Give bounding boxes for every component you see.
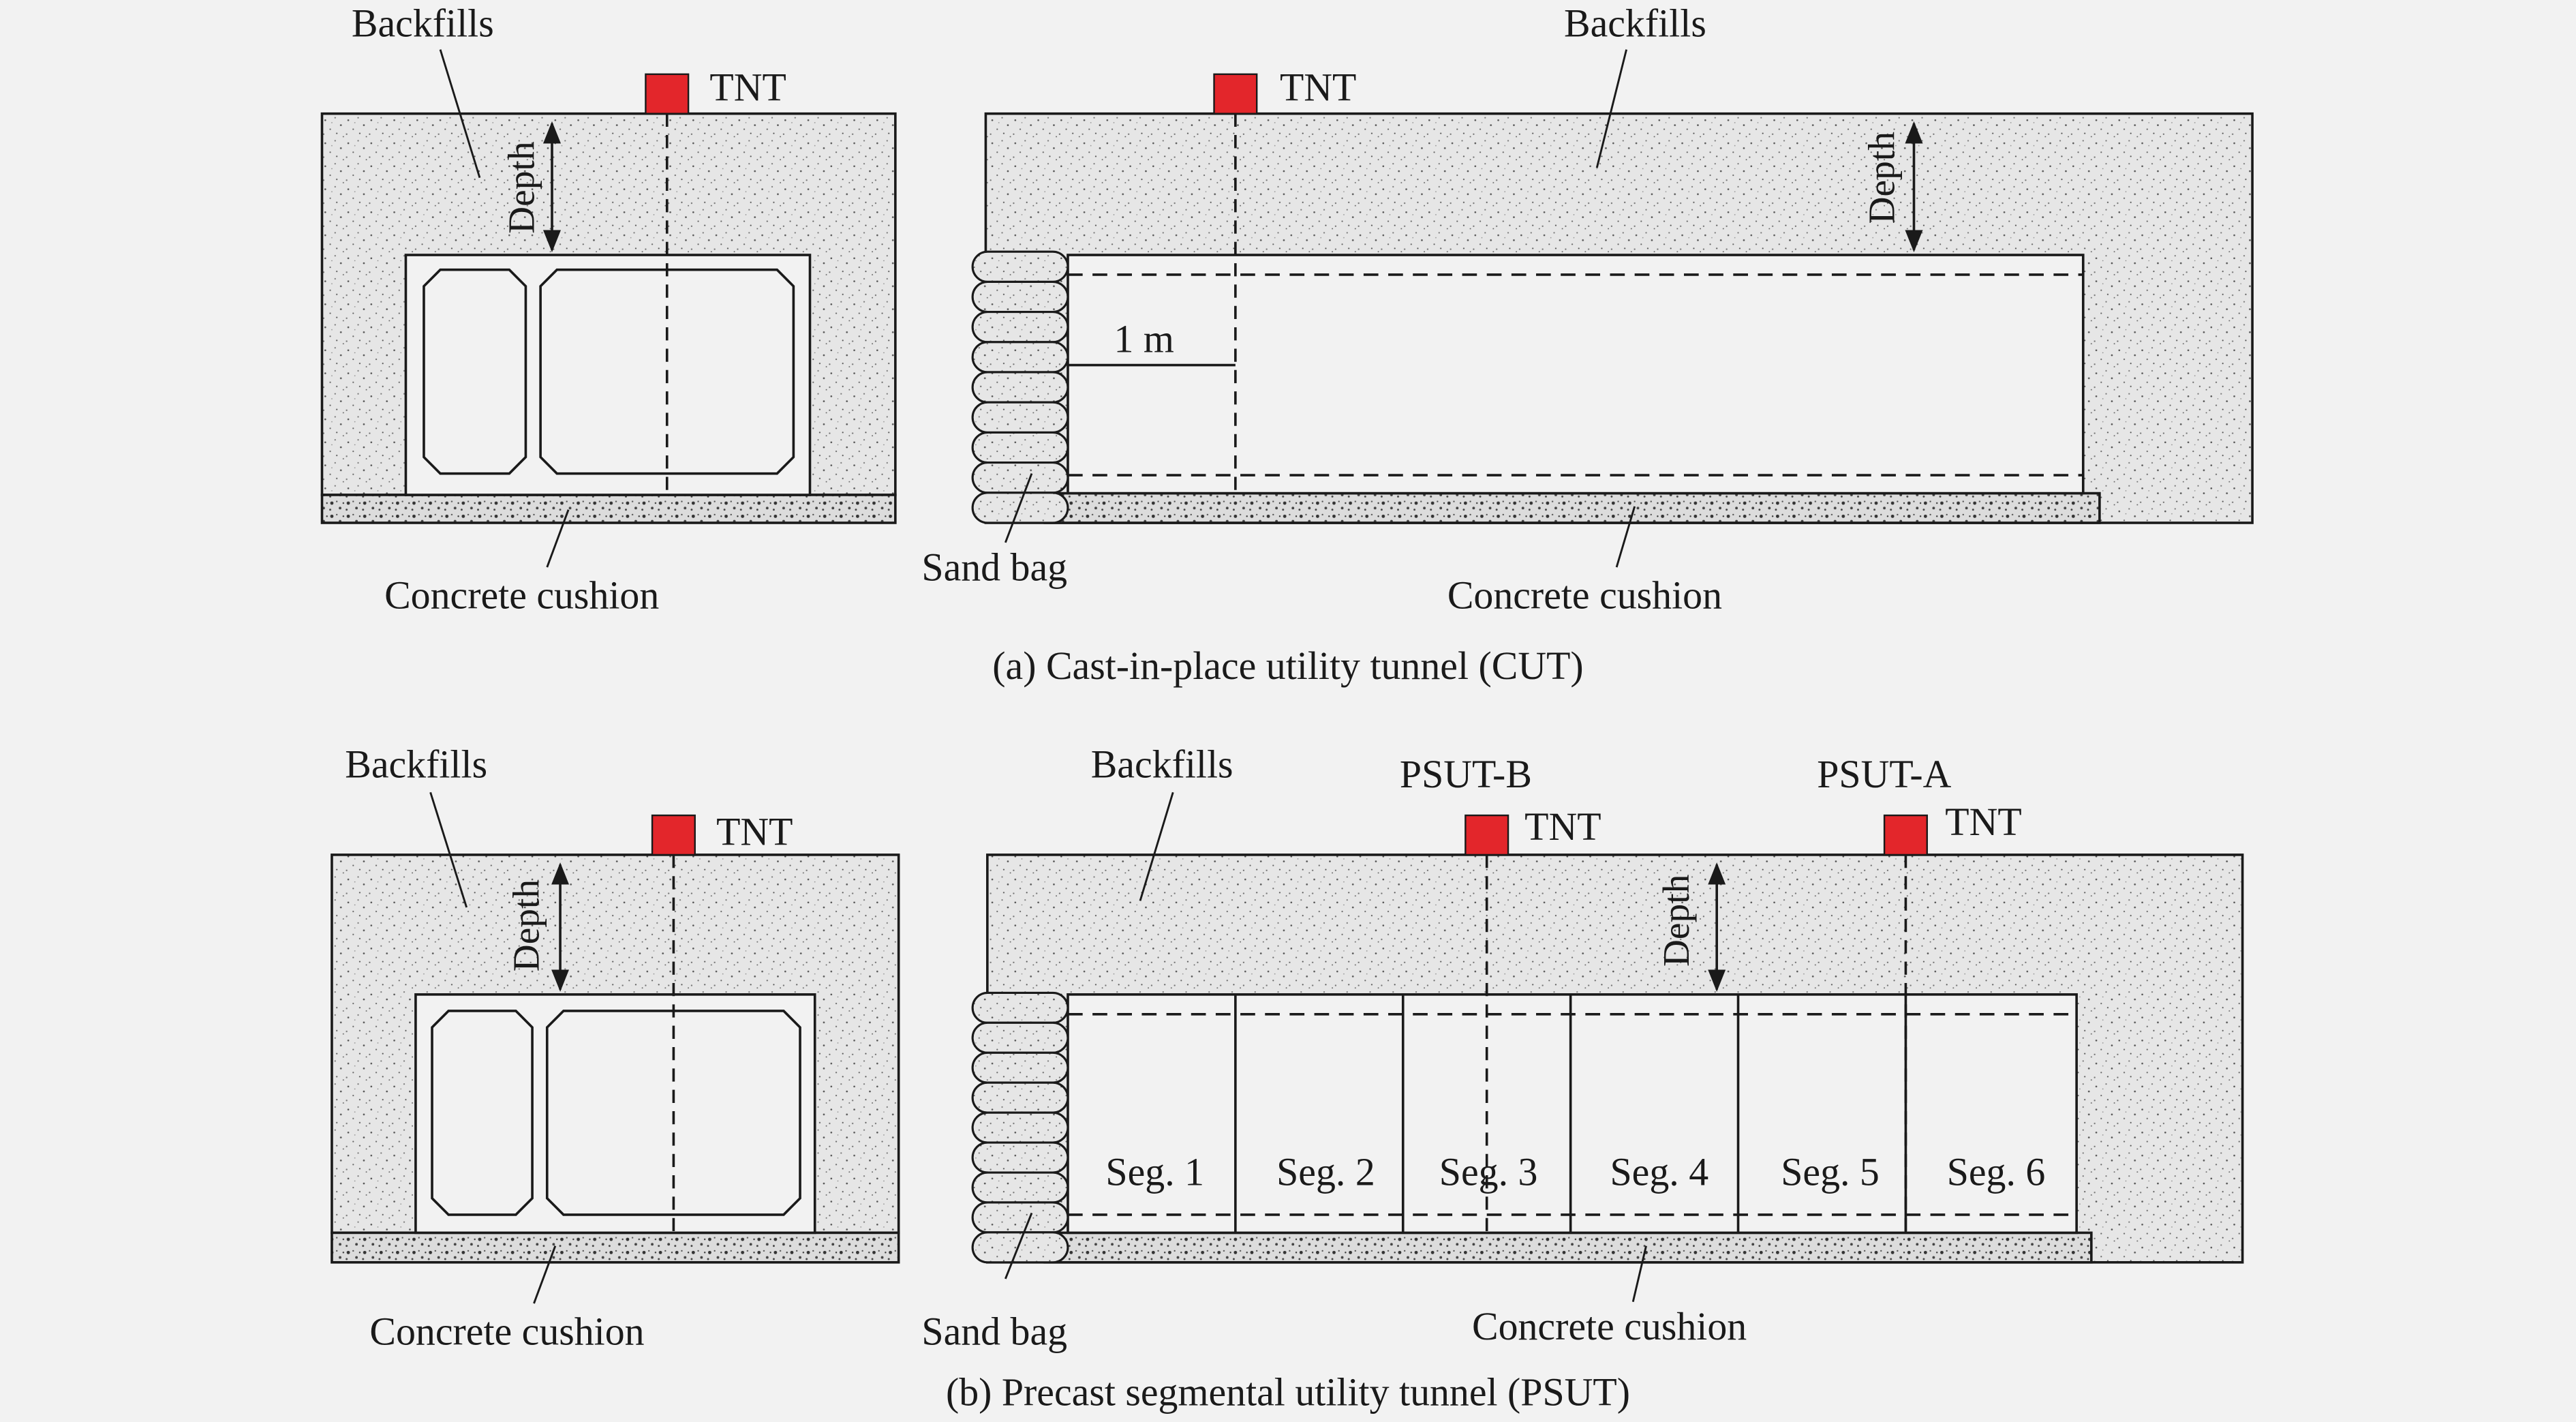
backfills-label: Backfills (1564, 1, 1706, 45)
tnt-charge (1213, 73, 1258, 115)
cushion-label: Concrete cushion (384, 573, 659, 617)
sand-bag (971, 1051, 1069, 1084)
concrete-cushion (1043, 491, 2101, 524)
sand-bag (971, 1081, 1069, 1114)
sand-bag (971, 1111, 1069, 1144)
psut-longitudinal-section: Backfills PSUT-B PSUT-A TNT TNT Depth Sa… (921, 742, 2244, 1353)
sand-bag (971, 401, 1069, 434)
cushion-leader (533, 1245, 557, 1304)
tnt-label: TNT (1280, 65, 1356, 109)
backfills-label: Backfills (1091, 742, 1233, 787)
segment-label-3: Seg. 3 (1439, 1149, 1538, 1194)
backfills-leader (429, 791, 468, 908)
concrete-cushion (1043, 1231, 2093, 1264)
concrete-cushion (320, 494, 897, 524)
tnt-charge-b (1465, 814, 1509, 856)
cushion-leader (546, 509, 570, 568)
cut-cross-section: Backfills TNT Depth Concrete cushion (320, 1, 897, 617)
segment-label-5: Seg. 5 (1781, 1149, 1880, 1194)
tunnel-cell-small (431, 1010, 534, 1216)
backfills-label: Backfills (352, 1, 494, 45)
sand-bag (971, 431, 1069, 464)
segment-label-4: Seg. 4 (1610, 1149, 1709, 1194)
tunnel-cell-large (539, 268, 795, 475)
tunnel-body (1067, 993, 2078, 1235)
psut-b-label: PSUT-B (1400, 752, 1532, 796)
sand-bag (971, 1201, 1069, 1234)
caption-b: (b) Precast segmental utility tunnel (PS… (946, 1370, 1630, 1415)
sand-bag (971, 462, 1069, 494)
backfills-leader (439, 49, 481, 179)
cushion-label: Concrete cushion (369, 1309, 644, 1353)
sandbag-leader (1005, 473, 1033, 543)
depth-label: Depth (1655, 875, 1697, 967)
tnt-label-a: TNT (1945, 800, 2021, 844)
sand-bag (971, 1021, 1069, 1054)
tunnel-box (404, 254, 812, 496)
sand-bag-stack (971, 250, 1069, 524)
concrete-cushion (331, 1231, 900, 1264)
sand-bag (971, 280, 1069, 314)
depth-label: Depth (500, 141, 542, 233)
tnt-charge-a (1883, 814, 1928, 856)
cushion-label: Concrete cushion (1447, 573, 1722, 617)
cushion-label: Concrete cushion (1472, 1304, 1747, 1348)
sand-bag (971, 341, 1069, 374)
depth-label: Depth (1861, 132, 1903, 224)
tunnel-body (1067, 254, 2085, 495)
tnt-label: TNT (709, 65, 786, 109)
tnt-label-b: TNT (1524, 804, 1601, 849)
tnt-charge (651, 814, 696, 856)
distance-label: 1 m (1114, 316, 1174, 361)
segment-label-1: Seg. 1 (1105, 1149, 1204, 1194)
caption-a: (a) Cast-in-place utility tunnel (CUT) (992, 644, 1583, 688)
backfills-leader (1139, 791, 1174, 901)
segment-label-6: Seg. 6 (1947, 1149, 2046, 1194)
sand-bag (971, 1141, 1069, 1174)
tunnel-cell-large (545, 1010, 801, 1216)
sand-bag (971, 311, 1069, 344)
sand-bag (971, 1171, 1069, 1204)
sand-bag (971, 491, 1069, 524)
tnt-charge (645, 73, 690, 115)
cut-longitudinal-section: Backfills TNT Depth 1 m Sand bag Concret… (921, 1, 2254, 617)
cushion-leader (1631, 1245, 1647, 1302)
sandbag-label: Sand bag (921, 545, 1067, 589)
backfills-label: Backfills (345, 742, 487, 787)
tunnel-cell-small (423, 268, 527, 475)
sand-bag (971, 371, 1069, 404)
sand-bag-stack (971, 991, 1069, 1264)
sand-bag (971, 1231, 1069, 1264)
tnt-label: TNT (716, 809, 793, 853)
sandbag-label: Sand bag (921, 1309, 1067, 1353)
psut-a-label: PSUT-A (1817, 752, 1951, 796)
backfills-leader (1595, 49, 1628, 168)
depth-label: Depth (506, 879, 547, 971)
sand-bag (971, 250, 1069, 283)
sand-bag (971, 991, 1069, 1024)
tunnel-box (414, 993, 816, 1235)
cushion-leader (1615, 506, 1636, 568)
sandbag-leader (1005, 1212, 1033, 1280)
psut-cross-section: Backfills TNT Depth Concrete cushion (331, 742, 900, 1353)
segment-label-2: Seg. 2 (1276, 1149, 1375, 1194)
